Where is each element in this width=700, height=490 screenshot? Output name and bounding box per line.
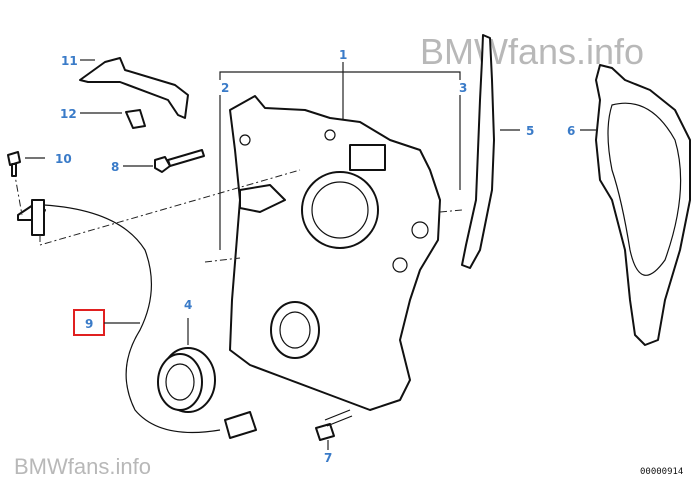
label-7: 7	[324, 451, 332, 465]
label-6: 6	[567, 124, 575, 138]
clip[interactable]	[125, 109, 146, 129]
crankshaft-sensor[interactable]	[17, 199, 257, 439]
label-11: 11	[61, 54, 78, 68]
group-bracket	[219, 71, 461, 80]
label-9: 9	[85, 317, 93, 331]
timing-case-cover[interactable]	[229, 95, 441, 411]
label-2: 2	[221, 81, 229, 95]
label-3: 3	[459, 81, 467, 95]
stud	[204, 257, 241, 263]
bolt-7[interactable]	[315, 409, 353, 441]
label-10: 10	[55, 152, 72, 166]
gasket-6[interactable]	[595, 64, 691, 346]
label-1: 1	[339, 48, 347, 62]
gasket-5[interactable]	[461, 34, 495, 269]
guide-rail[interactable]	[79, 57, 189, 119]
label-12: 12	[60, 107, 77, 121]
bolt-8[interactable]	[154, 149, 205, 173]
diagram-number: 00000914	[640, 467, 683, 477]
shaft-seal[interactable]	[157, 347, 216, 413]
stud-right	[439, 209, 463, 213]
label-4: 4	[184, 298, 192, 312]
watermark-bottom: BMWfans.info	[14, 454, 151, 479]
label-5: 5	[526, 124, 534, 138]
watermark-top: BMWfans.info	[420, 31, 644, 72]
bolt-10[interactable]	[7, 151, 21, 177]
alignment-line	[39, 169, 301, 246]
label-8: 8	[111, 160, 119, 174]
